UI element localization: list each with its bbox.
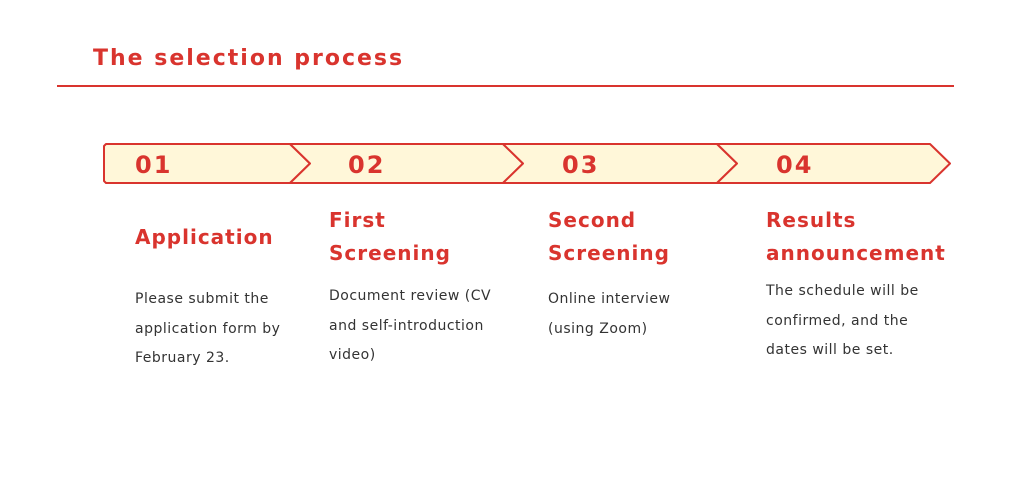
step-number-4: 04 <box>776 151 813 179</box>
step-number-3: 03 <box>562 151 599 179</box>
step-description-2: Document review (CV and self-introductio… <box>329 288 492 363</box>
step-arrow-4: 04 <box>716 143 951 184</box>
step-title-1: Application <box>135 225 274 249</box>
step-title-4: Results announcement <box>766 208 946 265</box>
step-description-1: Please submit the application form by Fe… <box>135 291 281 366</box>
arrow-shape-3 <box>502 143 738 184</box>
arrow-shape-2 <box>289 143 524 184</box>
step-arrow-2: 02 <box>289 143 524 184</box>
step-number-2: 02 <box>348 151 385 179</box>
step-arrow-3: 03 <box>502 143 738 184</box>
step-description-3: Online interview (using Zoom) <box>548 291 671 337</box>
step-arrow-1: 01 <box>103 143 311 184</box>
step-description-4: The schedule will be confirmed, and the … <box>766 283 919 358</box>
step-number-1: 01 <box>135 151 172 179</box>
title-divider <box>57 85 954 87</box>
step-title-3: Second Screening <box>548 208 670 265</box>
step-title-2: First Screening <box>329 208 451 265</box>
page-title: The selection process <box>93 46 405 71</box>
arrow-shape-4 <box>716 143 951 184</box>
